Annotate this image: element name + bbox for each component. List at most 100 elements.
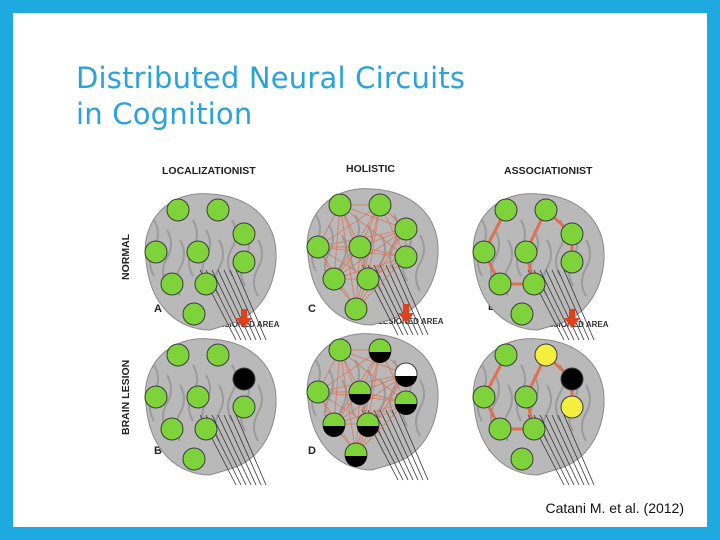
lesion-arrow-head bbox=[398, 313, 414, 323]
fiber-line bbox=[551, 414, 585, 486]
node-circle bbox=[306, 380, 330, 404]
node-circle bbox=[560, 250, 584, 274]
node-circle bbox=[194, 417, 218, 441]
node-circle bbox=[560, 367, 584, 391]
brain-gyrus bbox=[415, 234, 425, 292]
connection-line bbox=[355, 228, 407, 310]
connection-line bbox=[355, 256, 407, 310]
lesion-label-f: LESIONED AREA bbox=[543, 320, 609, 329]
fiber-line bbox=[545, 414, 580, 486]
fiber-line bbox=[563, 269, 595, 341]
node-circle bbox=[368, 193, 392, 217]
connection-line bbox=[339, 349, 407, 403]
lesion-arrow-shaft bbox=[241, 309, 247, 319]
connection-line bbox=[317, 349, 381, 393]
fiber-line bbox=[223, 414, 257, 486]
brain-gyrus bbox=[581, 239, 591, 297]
fiber-line bbox=[391, 264, 424, 336]
panel-letter-b: B bbox=[154, 445, 162, 457]
title-line-2: in Cognition bbox=[76, 97, 253, 131]
fiber-line bbox=[379, 264, 414, 336]
fiber-line bbox=[391, 409, 424, 481]
node-circle bbox=[144, 385, 168, 409]
node-circle bbox=[356, 267, 380, 291]
panel-letter-d: D bbox=[308, 445, 316, 457]
fiber-line bbox=[545, 269, 580, 341]
fiber-line bbox=[373, 264, 409, 336]
node-circle bbox=[494, 343, 518, 367]
column-label-associationist: ASSOCIATIONIST bbox=[504, 165, 593, 177]
fiber-line bbox=[563, 414, 595, 486]
connection-line bbox=[333, 373, 407, 425]
node-lesion-half bbox=[395, 376, 417, 387]
brain-panel-6 bbox=[472, 309, 605, 486]
node-lesion-half bbox=[349, 394, 371, 405]
connection-line bbox=[355, 204, 381, 310]
node-lesion-half bbox=[357, 426, 379, 437]
fiber-line bbox=[235, 269, 267, 341]
fiber-line bbox=[557, 414, 590, 486]
fiber-line bbox=[211, 414, 247, 486]
brain-gyrus bbox=[253, 384, 263, 442]
node-circle bbox=[488, 272, 512, 296]
title-line-1: Distributed Neural Circuits bbox=[76, 61, 466, 95]
node-circle bbox=[206, 343, 230, 367]
lesion-arrow-shaft bbox=[403, 304, 409, 314]
node-circle bbox=[488, 417, 512, 441]
node-circle bbox=[494, 198, 518, 222]
connection-line bbox=[355, 349, 381, 455]
node-circle bbox=[472, 385, 496, 409]
node-circle bbox=[344, 297, 368, 321]
fiber-line bbox=[217, 414, 252, 486]
connection-line bbox=[333, 228, 407, 280]
fiber-line bbox=[539, 414, 575, 486]
lesion-arrow-head bbox=[564, 318, 580, 328]
lesion-arrow-head bbox=[236, 318, 252, 328]
brain-gyrus bbox=[415, 379, 425, 437]
node-circle bbox=[186, 385, 210, 409]
brain-panel-4 bbox=[144, 309, 277, 486]
lesion-label-d: LESIONED AREA bbox=[378, 317, 444, 326]
node-circle bbox=[534, 198, 558, 222]
fiber-line bbox=[397, 264, 429, 336]
lesion-arrow-shaft bbox=[569, 309, 575, 319]
node-circle bbox=[160, 272, 184, 296]
node-circle bbox=[514, 385, 538, 409]
brain-panel-3 bbox=[472, 193, 605, 341]
node-circle bbox=[348, 235, 372, 259]
panel-letter-a: A bbox=[154, 303, 162, 315]
brain-panel-2 bbox=[306, 188, 439, 336]
node-circle bbox=[472, 240, 496, 264]
node-circle bbox=[510, 447, 534, 471]
node-circle bbox=[394, 217, 418, 241]
brain-panels bbox=[144, 188, 605, 486]
column-label-localizationist: LOCALIZATIONIST bbox=[162, 165, 256, 177]
node-lesion-half bbox=[395, 404, 417, 415]
node-circle bbox=[306, 235, 330, 259]
node-circle bbox=[182, 447, 206, 471]
node-circle bbox=[522, 272, 546, 296]
node-circle bbox=[560, 222, 584, 246]
node-circle bbox=[144, 240, 168, 264]
connection-line bbox=[333, 349, 341, 425]
fiber-line bbox=[373, 409, 409, 481]
node-circle bbox=[522, 417, 546, 441]
fiber-line bbox=[217, 269, 252, 341]
fiber-line bbox=[235, 414, 267, 486]
column-label-holistic: HOLISTIC bbox=[346, 163, 395, 175]
node-circle bbox=[182, 302, 206, 326]
node-circle bbox=[394, 245, 418, 269]
fiber-line bbox=[397, 409, 429, 481]
node-circle bbox=[232, 395, 256, 419]
node-circle bbox=[560, 395, 584, 419]
citation: Catani M. et al. (2012) bbox=[545, 500, 684, 516]
connection-line bbox=[339, 204, 407, 258]
brain-gyrus bbox=[581, 384, 591, 442]
node-circle bbox=[160, 417, 184, 441]
brain-gyrus bbox=[253, 239, 263, 297]
connection-line bbox=[355, 373, 407, 455]
fiber-line bbox=[557, 269, 590, 341]
fiber-line bbox=[379, 409, 414, 481]
fiber-line bbox=[385, 264, 419, 336]
fiber-line bbox=[223, 269, 257, 341]
